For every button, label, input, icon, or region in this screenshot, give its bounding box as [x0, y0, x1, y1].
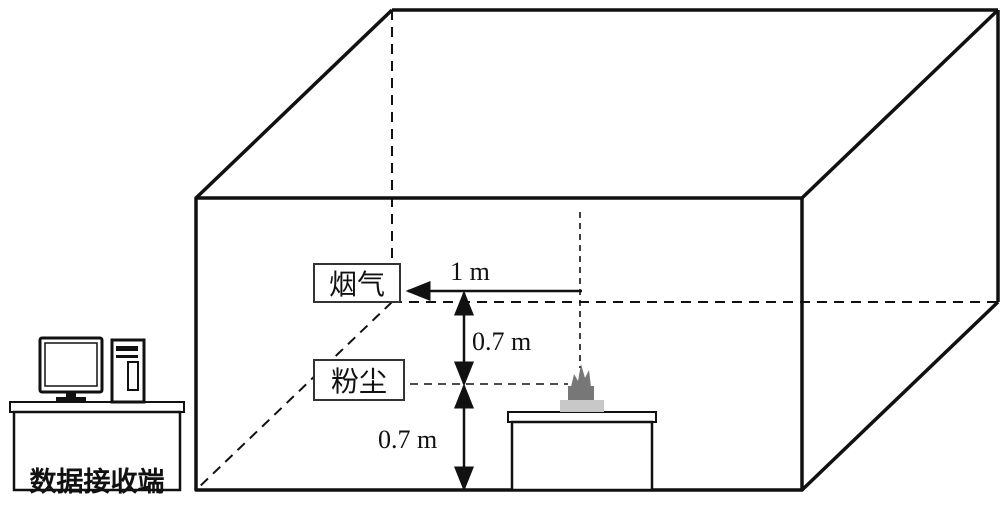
dust-sensor-label: 粉尘 — [313, 359, 405, 401]
dust-label-text: 粉尘 — [331, 365, 387, 398]
data-receiver-station: 数据接收端 — [9, 336, 185, 498]
room-visible-edges — [194, 8, 1000, 492]
smoke-label-text: 烟气 — [329, 268, 385, 301]
desk — [9, 401, 185, 413]
horizontal-dimension-label: 1 m — [450, 257, 490, 286]
desktop-computer-icon — [38, 336, 146, 404]
table — [507, 411, 657, 492]
smoke-sensor-label: 烟气 — [313, 263, 401, 303]
lower-height-label: 0.7 m — [378, 425, 437, 454]
data-receiver-label: 数据接收端 — [30, 467, 165, 498]
room-hidden-edges — [195, 10, 998, 491]
upper-height-label: 0.7 m — [472, 327, 531, 356]
fire-source-icon — [560, 364, 604, 412]
